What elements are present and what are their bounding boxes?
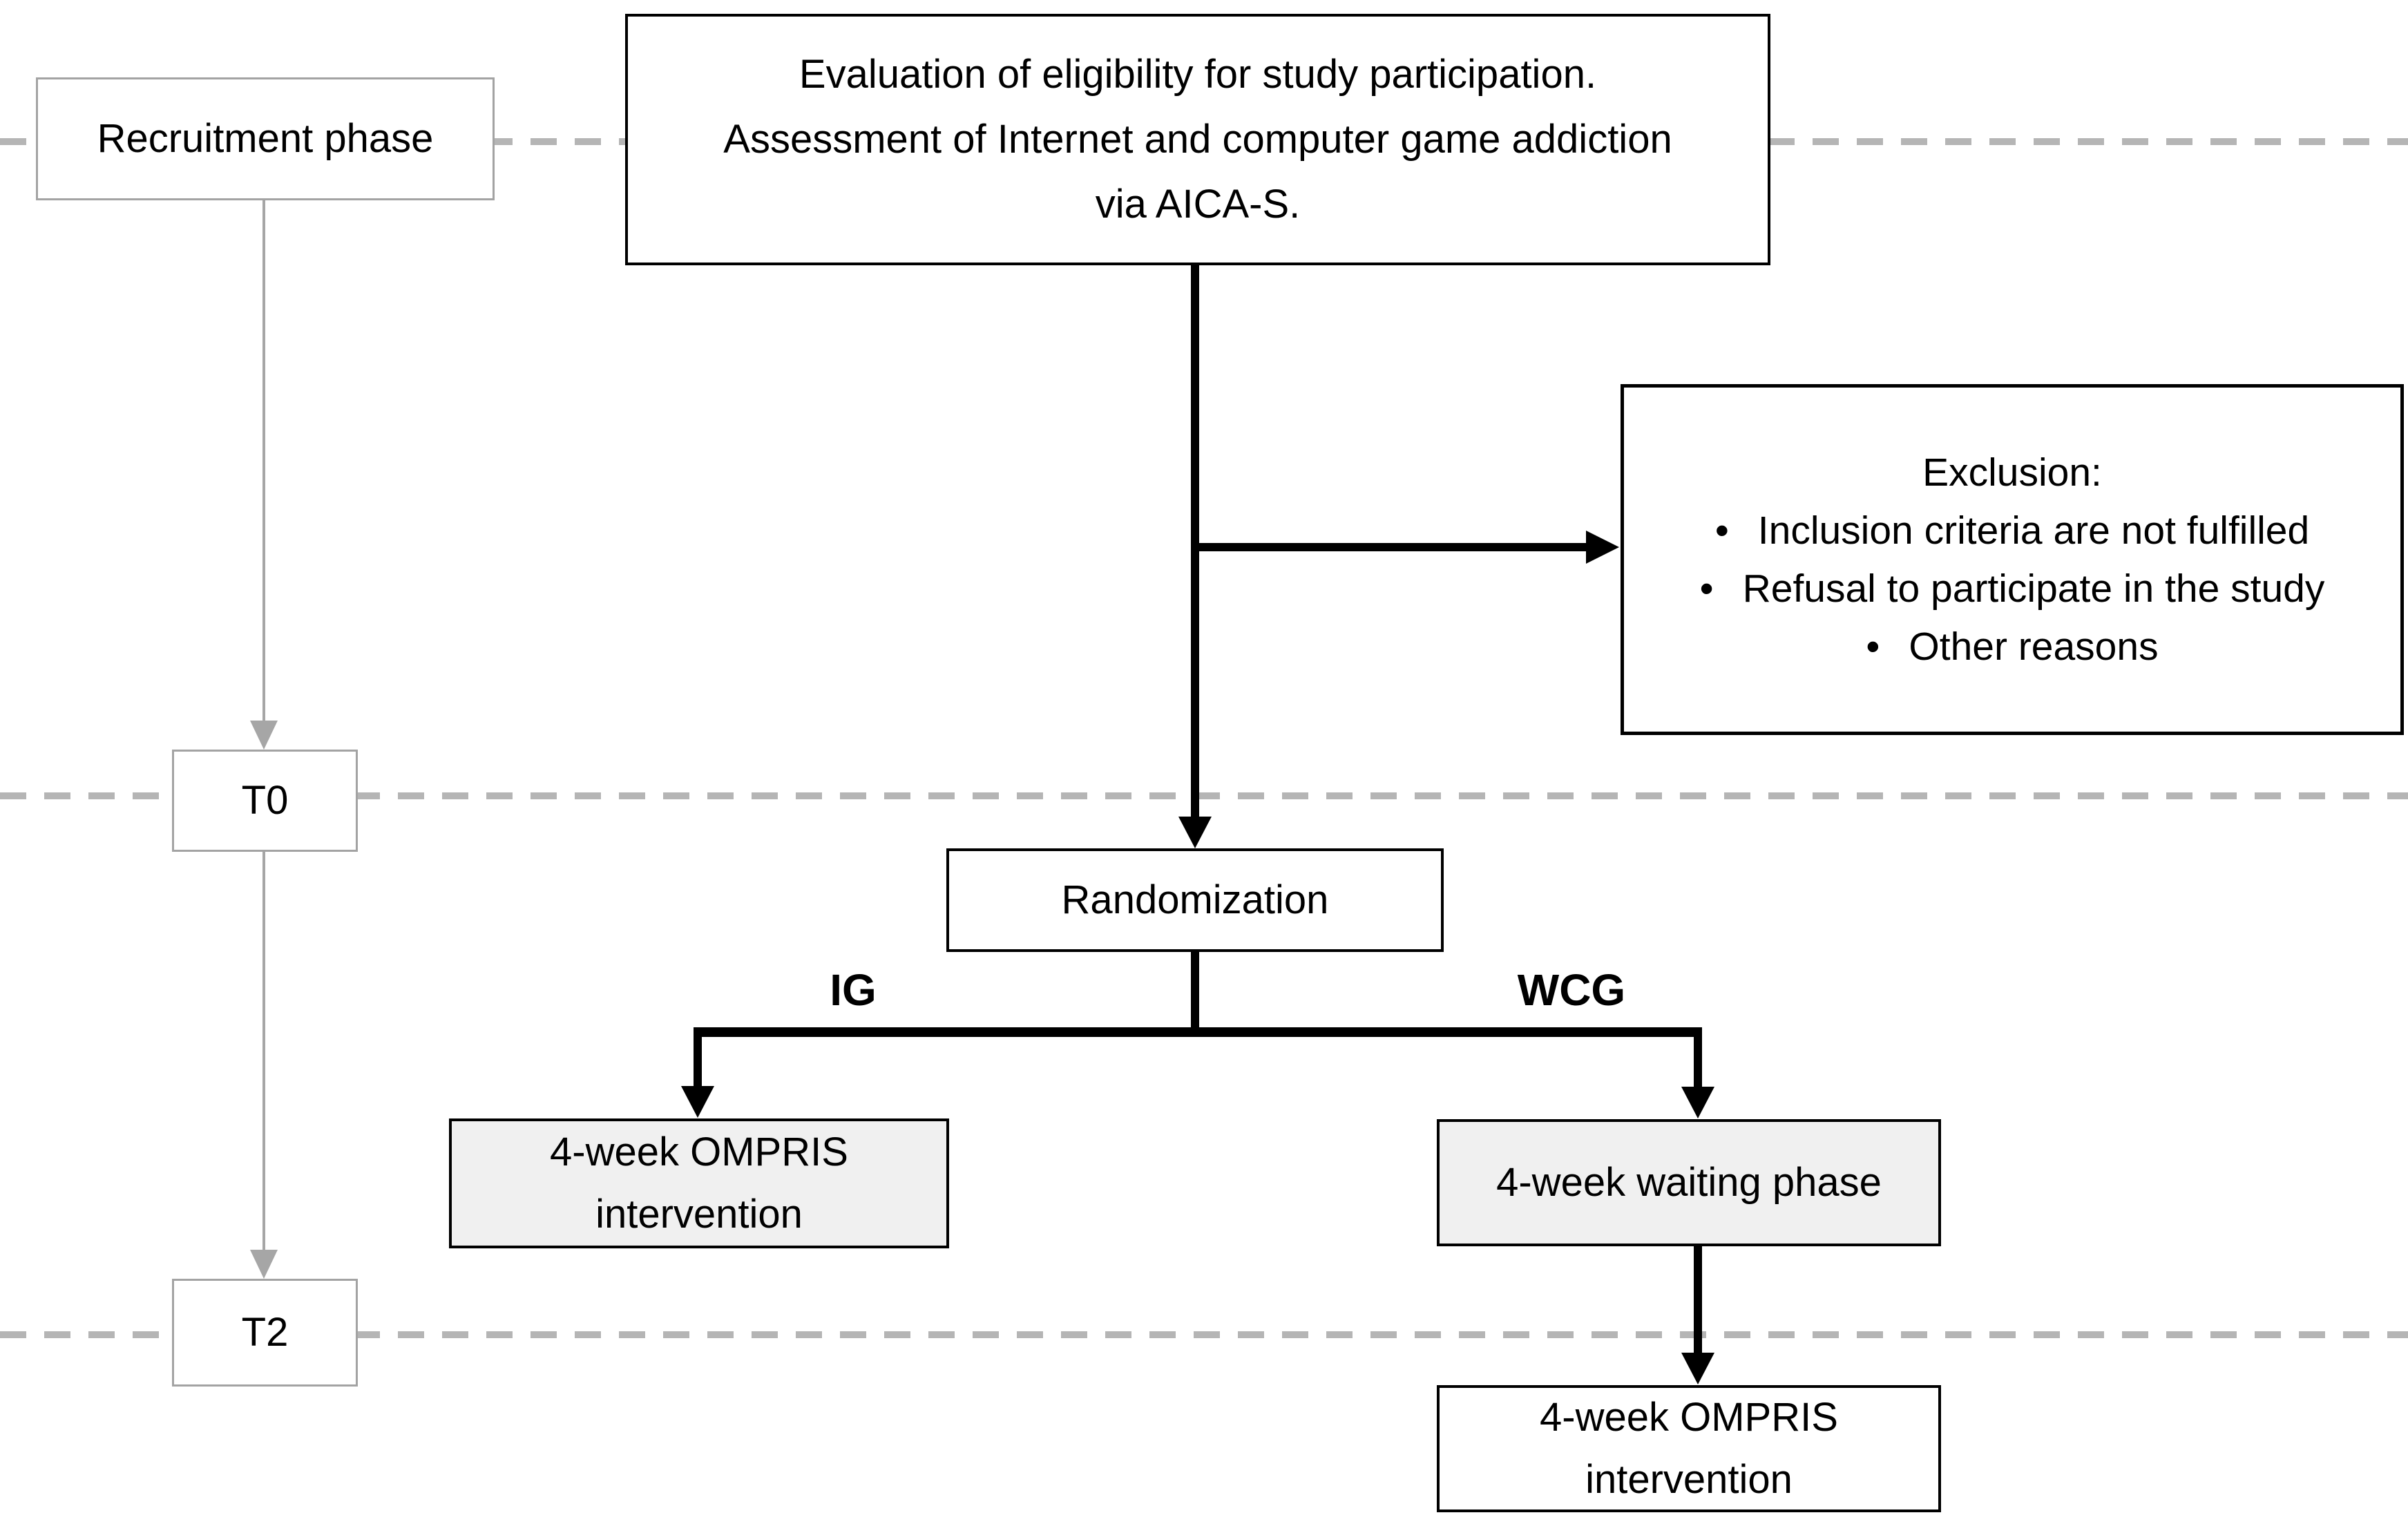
down-arrowhead-randomization-icon (1178, 817, 1212, 848)
exclusion-bullet-2: • Refusal to participate in the study (1700, 560, 2325, 618)
waiting-phase-label: 4-week waiting phase (1496, 1160, 1882, 1205)
branch-label-wcg: WCG (1517, 965, 1626, 1015)
timeline-line-t0-to-t2 (262, 852, 265, 1250)
connector-to-exclusion (1191, 543, 1586, 551)
t0-phase-divider-dashed-line (0, 792, 2408, 799)
exclusion-bullet-3: • Other reasons (1866, 618, 2158, 676)
eligibility-box: Evaluation of eligibility for study part… (625, 14, 1770, 265)
eligibility-line-3: via AICA-S. (1095, 182, 1301, 227)
wcg-intervention-line-2: intervention (1585, 1457, 1793, 1502)
down-arrowhead-ig-icon (681, 1086, 714, 1118)
connector-eligibility-to-randomization (1191, 264, 1199, 818)
eligibility-line-1: Evaluation of eligibility for study part… (799, 52, 1597, 97)
wcg-intervention-line-1: 4-week OMPRIS (1540, 1395, 1838, 1440)
connector-randomization-to-branch (1191, 951, 1199, 1032)
connector-branch-to-ig (694, 1027, 702, 1088)
wcg-intervention-box: 4-week OMPRIS intervention (1437, 1385, 1941, 1512)
ig-intervention-line-2: intervention (595, 1192, 803, 1237)
timeline-down-arrowhead-t2-icon (250, 1250, 278, 1279)
exclusion-box: Exclusion: • Inclusion criteria are not … (1621, 384, 2404, 735)
exclusion-title: Exclusion: (1922, 450, 2102, 495)
branch-label-ig: IG (830, 965, 877, 1015)
exclusion-bullet-1: • Inclusion criteria are not fulfilled (1715, 502, 2309, 560)
ig-intervention-line-1: 4-week OMPRIS (550, 1130, 848, 1174)
bullet-icon: • (1866, 625, 1880, 669)
bullet-icon: • (1699, 566, 1714, 611)
ig-intervention-box: 4-week OMPRIS intervention (449, 1118, 949, 1248)
connector-branch-to-wcg (1694, 1027, 1702, 1088)
randomization-label: Randomization (1061, 877, 1329, 922)
waiting-phase-box: 4-week waiting phase (1437, 1119, 1941, 1246)
t0-label: T0 (241, 778, 289, 823)
branch-horizontal-line (694, 1027, 1702, 1037)
t0-box: T0 (172, 750, 358, 852)
timeline-down-arrowhead-t0-icon (250, 721, 278, 750)
t2-box: T2 (172, 1279, 358, 1387)
randomization-box: Randomization (946, 848, 1444, 952)
timeline-line-recruitment-to-t0 (262, 200, 265, 722)
recruitment-phase-label: Recruitment phase (97, 116, 434, 161)
t2-label: T2 (241, 1310, 289, 1355)
right-arrowhead-exclusion-icon (1586, 531, 1619, 564)
down-arrowhead-waiting-icon (1681, 1087, 1714, 1118)
eligibility-line-2: Assessment of Internet and computer game… (723, 117, 1672, 162)
exclusion-bullet-3-text: Other reasons (1909, 625, 2159, 669)
bullet-icon: • (1714, 508, 1729, 553)
exclusion-bullet-1-text: Inclusion criteria are not fulfilled (1757, 508, 2310, 553)
recruitment-phase-box: Recruitment phase (36, 77, 495, 200)
exclusion-bullet-2-text: Refusal to participate in the study (1742, 566, 2325, 611)
connector-waiting-to-intervention (1694, 1245, 1702, 1354)
down-arrowhead-wcg-intervention-icon (1681, 1353, 1714, 1384)
t2-phase-divider-dashed-line (0, 1331, 2408, 1338)
